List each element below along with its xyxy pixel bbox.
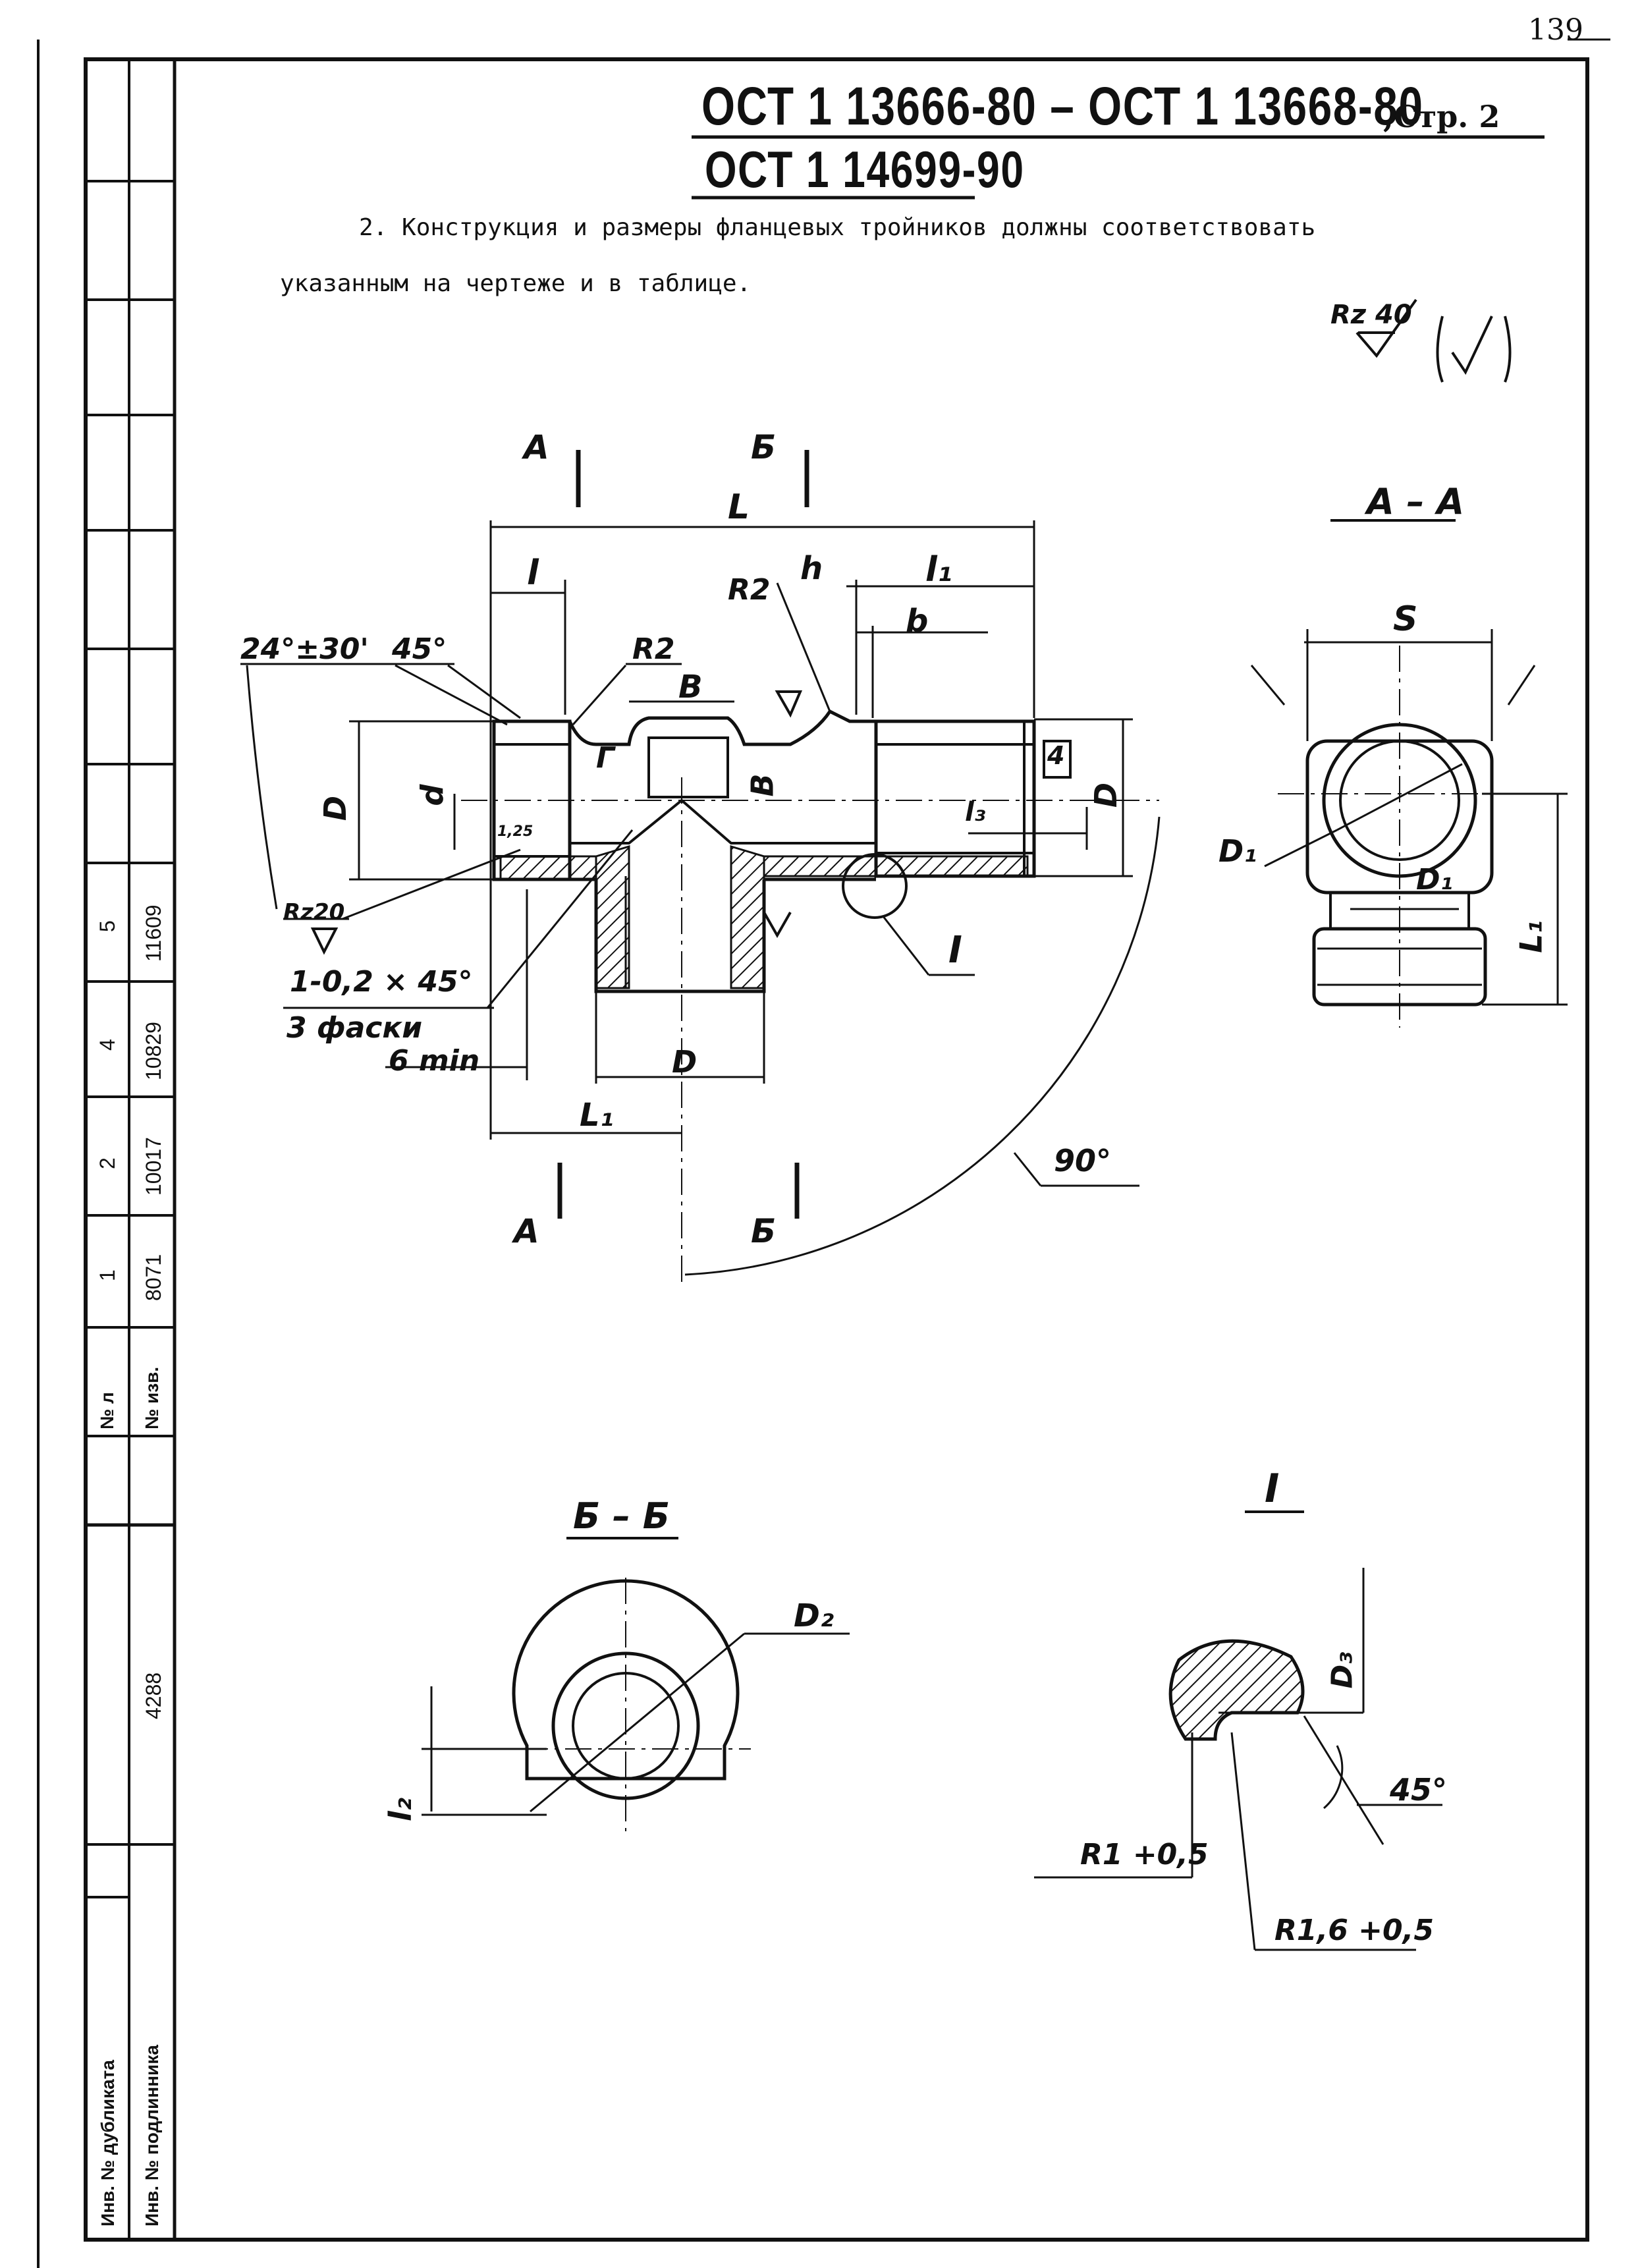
view-aa-dim-D1-inner: D₁ xyxy=(1416,863,1453,897)
sidebar-change-doc-1: 8071 xyxy=(142,1254,165,1301)
section-a-top: А xyxy=(524,428,549,466)
paragraph-line-2: указанным на чертеже и в таблице. xyxy=(280,270,752,297)
dim-d: d xyxy=(414,784,451,806)
detail-angle: 45° xyxy=(1390,1772,1448,1808)
dim-b: b xyxy=(906,603,929,640)
box-value: 4 xyxy=(1047,741,1065,770)
section-b-top: Б xyxy=(751,428,777,466)
sidebar-inv-number: 4288 xyxy=(142,1672,165,1719)
dim-l: l xyxy=(527,553,539,593)
dim-B-top: В xyxy=(678,669,703,705)
dim-h: h xyxy=(800,550,823,587)
view-aa-dim-D1: D₁ xyxy=(1218,833,1257,869)
roughness-main: Rz 40 xyxy=(1330,300,1412,330)
view-aa-dim-S: S xyxy=(1393,599,1418,639)
paragraph-line-1: 2. Конструкция и размеры фланцевых тройн… xyxy=(359,214,1316,241)
sidebar-change-num-5: 5 xyxy=(96,920,119,932)
small-roughness: 1,25 xyxy=(497,823,534,840)
sidebar-change-doc-2: 10017 xyxy=(142,1137,165,1196)
sidebar-change-doc-5: 11609 xyxy=(142,904,165,962)
dim-R2-top: R2 xyxy=(728,573,771,607)
dim-B-vert: В xyxy=(744,773,780,797)
page-number: 139 xyxy=(1528,13,1583,47)
view-bb-title: Б – Б xyxy=(573,1495,670,1537)
detail-dim-D3: D₃ xyxy=(1325,1651,1359,1689)
label-G: Г xyxy=(596,741,615,775)
angle-90: 90° xyxy=(1054,1143,1112,1178)
dim-l3: l₃ xyxy=(965,797,986,827)
sidebar-change-doc-4: 10829 xyxy=(142,1022,165,1080)
dim-R2: R2 xyxy=(632,632,675,666)
sidebar-change-num-2: 2 xyxy=(96,1157,119,1169)
sidebar-label-duplicate: Инв. № дубликата xyxy=(97,2060,118,2227)
sidebar-header-notice: № изв. xyxy=(142,1366,162,1429)
dim-L: L xyxy=(728,487,750,527)
detail-r1: R1 +0,5 xyxy=(1080,1838,1209,1871)
chamfer-count: 3 фаски xyxy=(287,1011,423,1045)
dim-D-left: D xyxy=(317,795,354,821)
dim-D-right: D xyxy=(1088,782,1124,808)
chamfer-label: 1-0,2 × 45° xyxy=(290,965,473,999)
angle-45: 45° xyxy=(392,632,447,666)
view-bb-dim-D2: D₂ xyxy=(794,1597,834,1634)
dim-l1: l₁ xyxy=(925,550,952,590)
detail-r16: R1,6 +0,5 xyxy=(1274,1914,1434,1947)
sidebar-label-original: Инв. № подлинника xyxy=(142,2045,162,2227)
header-page-ref: ,Стр. 2 xyxy=(1383,99,1500,134)
angle-24: 24°±30' xyxy=(240,632,369,666)
section-a-bottom: А xyxy=(514,1212,539,1250)
rz20-label: Rz20 xyxy=(283,899,345,926)
header-standard-line1: ОСТ 1 13666-80 – ОСТ 1 13668-80 xyxy=(701,76,1424,136)
sidebar-header-list: № л xyxy=(97,1392,117,1429)
dim-L1: L₁ xyxy=(580,1097,614,1134)
dim-D-bottom: D xyxy=(672,1044,698,1080)
detail-I-marker: I xyxy=(948,929,962,972)
detail-title: I xyxy=(1265,1466,1280,1512)
sidebar-change-num-1: 1 xyxy=(96,1269,119,1281)
view-bb-dim-l2: l₂ xyxy=(382,1798,418,1821)
header-standard-line2: ОСТ 1 14699-90 xyxy=(705,140,1025,198)
view-aa-title: А – А xyxy=(1367,481,1465,522)
view-aa-dim-L1: L₁ xyxy=(1513,920,1549,953)
section-b-bottom: Б xyxy=(751,1212,777,1250)
sidebar-change-num-4: 4 xyxy=(96,1039,119,1051)
min-length: 6 min xyxy=(389,1044,480,1078)
